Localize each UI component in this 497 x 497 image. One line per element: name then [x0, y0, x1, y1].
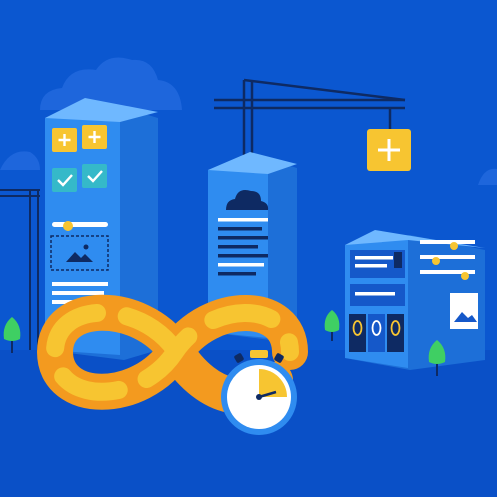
image-icon	[66, 252, 93, 262]
tile-check-1	[52, 168, 77, 192]
cloud-right	[478, 168, 497, 185]
crane-left	[0, 189, 40, 350]
card-1	[349, 314, 366, 352]
slider-knob	[63, 221, 73, 231]
tree-icon	[428, 340, 446, 376]
stopwatch-icon	[221, 350, 297, 435]
plus-box-floating	[367, 129, 411, 171]
check-icon	[87, 170, 103, 183]
building-left	[45, 98, 158, 360]
crane-center	[214, 78, 406, 160]
building-middle	[208, 152, 297, 340]
plus-icon	[378, 139, 400, 161]
plus-icon	[58, 134, 71, 146]
tree-icon	[324, 310, 340, 341]
check-icon	[57, 174, 73, 187]
tree-icon	[3, 317, 21, 353]
tile-check-2	[82, 164, 107, 188]
card-2	[368, 314, 385, 352]
card-3	[387, 314, 404, 352]
cloud-icon	[226, 190, 269, 210]
image-placeholder	[50, 235, 109, 271]
cloud-left-edge	[0, 151, 40, 170]
slider-track	[52, 222, 108, 227]
stopwatch-progress	[259, 369, 287, 397]
image-icon	[454, 312, 477, 322]
building-right	[345, 230, 485, 370]
cloud-left	[40, 57, 182, 110]
plus-icon	[88, 131, 101, 143]
